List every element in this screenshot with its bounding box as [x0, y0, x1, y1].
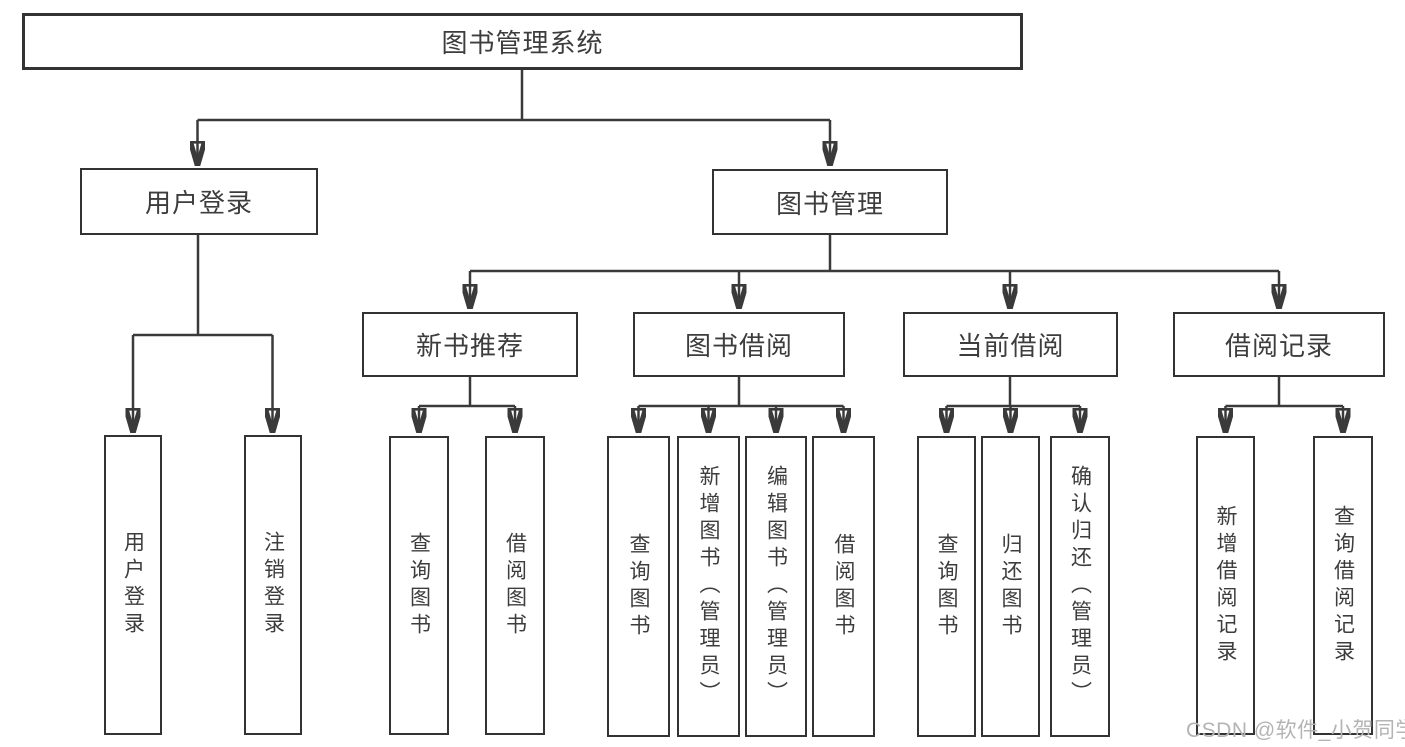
node-label: 查询图书 — [407, 531, 431, 640]
node-label: 查询借阅记录 — [1331, 504, 1355, 667]
leaf-borrow-books-2: 借阅图书 — [812, 436, 875, 737]
node-label: 查询图书 — [935, 532, 958, 641]
node-label: 图书管理 — [775, 188, 884, 219]
node-label: 当前借阅 — [956, 331, 1065, 361]
node-label: 图书管理系统 — [441, 28, 604, 58]
node-user-login-group: 用户登录 — [80, 168, 318, 235]
leaf-add-book-admin: 新增图书（管理员） — [677, 436, 740, 737]
node-label: 确认归还（管理员） — [1068, 465, 1092, 708]
leaf-confirm-return-admin: 确认归还（管理员） — [1050, 436, 1110, 737]
leaf-user-login: 用户登录 — [104, 435, 162, 735]
csdn-watermark: CSDN @软件_小贺同学 — [1186, 719, 1405, 742]
node-new-book-recommend: 新书推荐 — [362, 312, 578, 377]
node-label: 编辑图书（管理员） — [764, 465, 788, 708]
node-label: 借阅记录 — [1224, 331, 1333, 361]
node-label: 注销登录 — [261, 531, 285, 639]
leaf-return-books: 归还图书 — [981, 436, 1040, 737]
leaf-query-books-2: 查询图书 — [607, 436, 670, 737]
node-label: 新书推荐 — [415, 331, 524, 361]
leaf-edit-book-admin: 编辑图书（管理员） — [745, 436, 807, 737]
node-library-management-system: 图书管理系统 — [22, 13, 1023, 70]
node-label: 图书借阅 — [684, 331, 793, 361]
leaf-query-books-3: 查询图书 — [917, 436, 976, 737]
node-current-borrowing: 当前借阅 — [903, 312, 1118, 377]
node-book-borrowing: 图书借阅 — [633, 312, 845, 377]
node-label: 用户登录 — [144, 188, 253, 218]
node-label: 借阅图书 — [832, 532, 855, 641]
node-label: 借阅图书 — [503, 531, 527, 640]
node-label: 查询图书 — [627, 532, 650, 641]
leaf-borrow-books-1: 借阅图书 — [485, 436, 545, 735]
leaf-query-books-1: 查询图书 — [389, 436, 449, 735]
node-label: 新增图书（管理员） — [697, 465, 720, 708]
node-borrowing-records: 借阅记录 — [1173, 312, 1385, 377]
leaf-logout: 注销登录 — [244, 435, 302, 735]
node-label: 新增借阅记录 — [1214, 504, 1237, 667]
leaf-query-borrow-record: 查询借阅记录 — [1313, 436, 1373, 735]
leaf-add-borrow-record: 新增借阅记录 — [1196, 436, 1255, 735]
node-label: 用户登录 — [121, 531, 145, 639]
node-label: 归还图书 — [999, 532, 1022, 641]
node-book-management-group: 图书管理 — [712, 169, 948, 235]
